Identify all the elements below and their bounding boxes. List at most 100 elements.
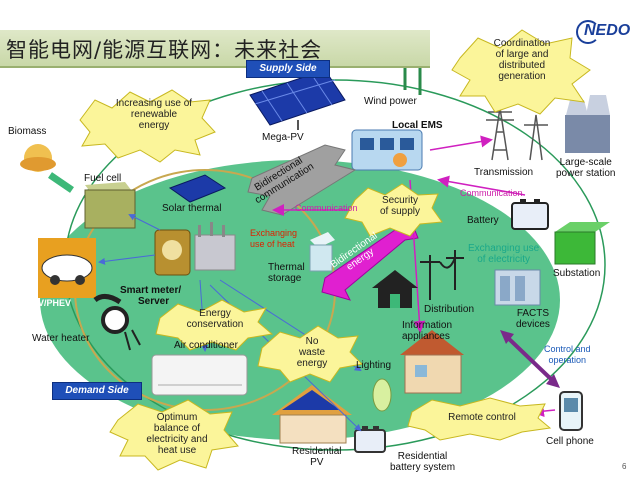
burst-coordination [451, 29, 591, 115]
label-air-conditioner: Air conditioner [174, 340, 238, 351]
label-thermal-storage: Thermal storage [268, 262, 305, 284]
burst-line: balance of [153, 423, 201, 434]
local-ems-icon [351, 129, 423, 171]
burst-renewable [79, 89, 216, 163]
link-meter-fuelcell [128, 214, 161, 231]
control-operation-arrow [506, 336, 554, 382]
label-line: Large-scale [559, 157, 612, 168]
label-line: PV [310, 457, 324, 468]
label-battery: Battery [467, 215, 499, 226]
communication-line-right [437, 175, 526, 196]
label-line: storage [268, 273, 302, 284]
water-heater-icon [93, 294, 141, 351]
label-line: Information [402, 320, 453, 331]
label-communication-left: Communication [295, 203, 358, 213]
biomass-icon [20, 144, 56, 172]
residential-battery-icon [354, 426, 386, 453]
burst-line: electricity and [146, 434, 208, 445]
supply-side-tag: Supply Side [246, 60, 330, 78]
facts-devices-icon [494, 269, 541, 306]
control-arrow-head-bottom [546, 374, 560, 388]
burst-line: energy [138, 120, 170, 131]
air-conditioner-icon [151, 354, 248, 396]
title-bar [0, 30, 430, 68]
label-smart-meter: Smart meter/ Server [120, 285, 181, 307]
label-mega-pv: Mega-PV [262, 132, 304, 143]
label-cell-phone: Cell phone [546, 436, 594, 447]
label-line: of electricity [477, 254, 530, 265]
ems-to-transmission [429, 135, 493, 151]
burst-line: of large and [495, 49, 549, 60]
mega-pv-panel [249, 69, 346, 130]
burst-line: waste [298, 347, 326, 358]
label-information-appliances: Information appliances [402, 320, 452, 342]
distribution-pole-icon [420, 250, 464, 300]
burst-remote-control [407, 397, 552, 441]
burst-line: of supply [379, 206, 421, 217]
label-line: battery system [390, 462, 456, 473]
burst-line: distributed [498, 60, 546, 71]
label-fuel-cell: Fuel cell [84, 173, 122, 184]
burst-line: Remote control [448, 412, 516, 423]
bidirectional-communication-arrow [247, 144, 357, 216]
solar-thermal-icon [168, 174, 227, 203]
label-facts: FACTS devices [516, 308, 550, 330]
cell-phone-icon [559, 391, 583, 431]
label-line: Smart meter/ [120, 285, 182, 296]
substation-icon [554, 222, 610, 265]
burst-no-waste [257, 325, 364, 383]
burst-line: Optimum [156, 412, 198, 423]
burst-security [344, 183, 443, 237]
label-residential-battery: Residential battery system [390, 451, 455, 473]
home-icon [372, 270, 418, 308]
biomass-arrow [48, 172, 74, 193]
label-local-ems: Local EMS [392, 120, 443, 131]
fuel-cell-icon [84, 182, 136, 229]
burst-line: generation [498, 71, 546, 82]
label-line: Exchanging use [468, 243, 540, 254]
burst-energy-conservation [155, 299, 274, 351]
label-exchanging-heat: Exchanging use of heat [250, 228, 297, 250]
burst-optimum-text: Optimum balance of electricity and heat … [132, 412, 222, 456]
label-line: Residential [292, 446, 342, 457]
burst-line: energy [296, 358, 328, 369]
label-residential-pv: Residential PV [292, 446, 341, 468]
label-solar-thermal: Solar thermal [162, 203, 222, 214]
label-communication-right: Communication [460, 188, 523, 198]
information-appliances-icon [400, 330, 464, 394]
label-wind-power: Wind power [364, 96, 417, 107]
demand-side-tag: Demand Side [52, 382, 142, 400]
burst-line: Coordination [493, 38, 551, 49]
battery-icon [511, 199, 549, 230]
label-transmission: Transmission [474, 167, 534, 178]
label-lighting: Lighting [356, 360, 392, 371]
label-line: operation [548, 355, 587, 365]
label-line: Control and [544, 344, 591, 354]
control-arrow-head-top [500, 330, 514, 344]
light-bulb-icon [372, 378, 392, 412]
burst-energy-conservation-text: Energy conservation [178, 308, 252, 330]
label-line: Exchanging [250, 228, 298, 238]
label-large-scale: Large-scale power station [556, 157, 615, 179]
page-number: 6 [622, 462, 627, 471]
thermal-storage-icon [309, 232, 335, 272]
label-biomass: Biomass [8, 126, 47, 137]
label-line: FACTS [516, 308, 550, 319]
burst-security-text: Security of supply [368, 195, 432, 217]
label-substation: Substation [553, 268, 601, 279]
smart-meter-icon [154, 222, 236, 276]
burst-line: No [305, 336, 319, 347]
label-line: Server [138, 296, 170, 307]
label-line: use of heat [250, 239, 295, 249]
nedo-logo-mark [576, 20, 600, 44]
label-water-heater: Water heater [32, 333, 90, 344]
label-line: Residential [397, 451, 448, 462]
burst-line: Energy [199, 308, 231, 319]
label-line: devices [516, 319, 550, 330]
page-title: 智能电网/能源互联网：未来社会 [6, 38, 323, 62]
link-meter-ev [98, 254, 156, 265]
label-line: power station [556, 168, 616, 179]
burst-line: Security [381, 195, 419, 206]
label-line: appliances [402, 331, 450, 342]
